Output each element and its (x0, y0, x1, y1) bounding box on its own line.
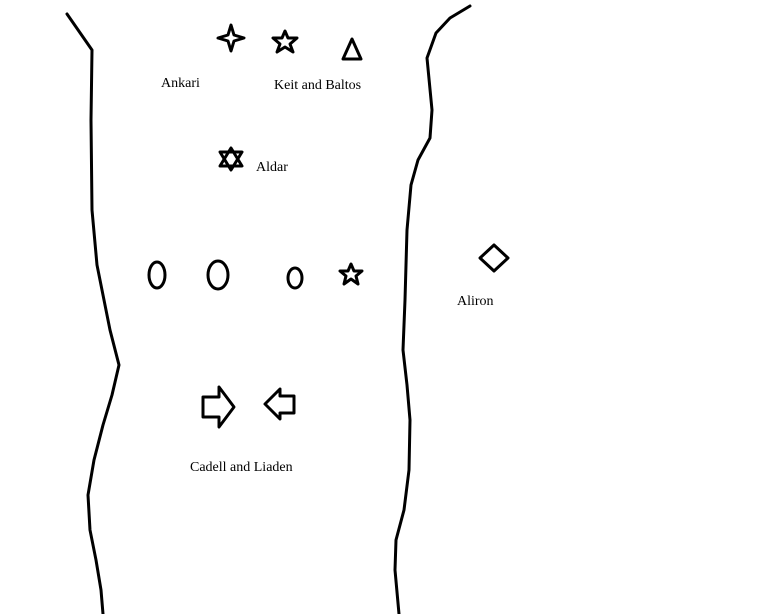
label-cadell-and-liaden: Cadell and Liaden (190, 460, 293, 475)
label-aliron: Aliron (457, 294, 494, 309)
four-point-star-icon (216, 23, 246, 53)
arrow-left-icon (263, 387, 296, 421)
five-point-star-icon (271, 29, 299, 54)
label-ankari: Ankari (161, 76, 200, 91)
diamond-icon (478, 243, 510, 273)
five-point-star-icon (338, 262, 364, 286)
six-point-star-icon (218, 146, 244, 172)
right-boundary-line (393, 4, 472, 614)
label-aldar: Aldar (256, 160, 288, 175)
label-keit-and-baltos: Keit and Baltos (274, 78, 362, 93)
triangle-icon (341, 37, 363, 61)
oval-icon (286, 266, 304, 290)
oval-icon (147, 260, 167, 290)
arrow-right-icon (201, 385, 236, 429)
oval-icon (206, 259, 230, 291)
left-boundary-line (65, 12, 121, 614)
